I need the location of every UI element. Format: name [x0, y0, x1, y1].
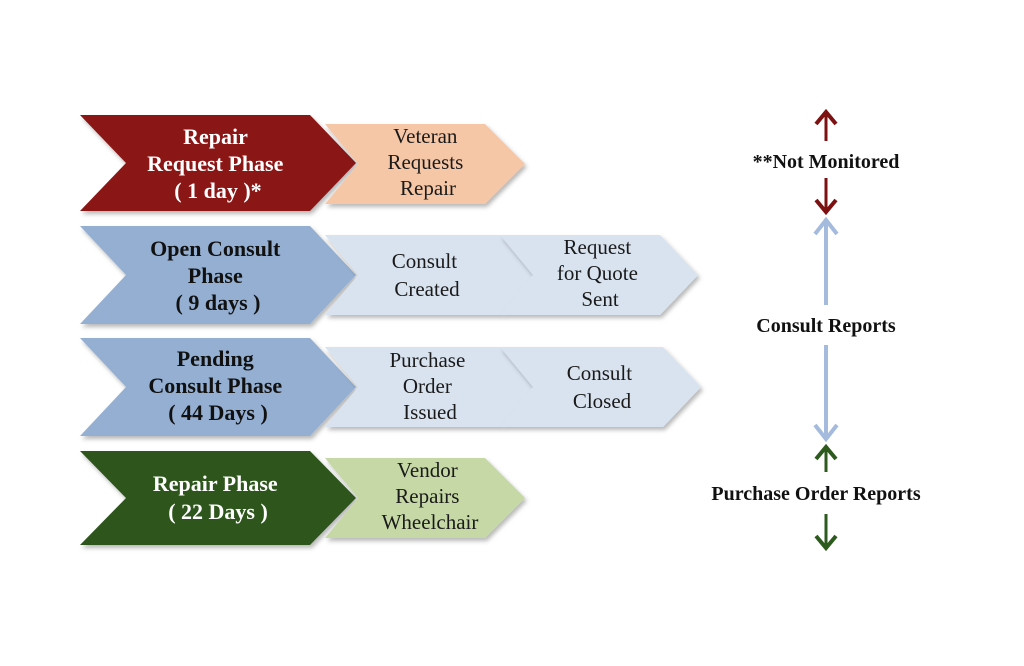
report-not-monitored: **Not Monitored: [753, 108, 900, 216]
report-purchase-order: Purchase Order Reports: [711, 443, 921, 552]
step-chevron-consult-created: [325, 235, 538, 315]
step-label-consult-created: Consult Created: [392, 249, 463, 301]
not-monitored-label: **Not Monitored: [753, 151, 900, 173]
step-label-vendor-repairs-wheelchair: Vendor Repairs Wheelchair: [382, 458, 479, 534]
down-arrow-head-icon: [814, 534, 838, 552]
step-label-purchase-order-issued: Purchase Order Issued: [389, 348, 470, 424]
phase-chevron-open-consult: [80, 226, 356, 324]
step-chevron-vendor-repairs-wheelchair: [325, 458, 525, 538]
consult-reports-label: Consult Reports: [756, 315, 896, 337]
phase-chevron-repair-request: [80, 115, 356, 211]
row-repair-request: Repair Request Phase ( 1 day )* Veteran …: [80, 115, 525, 211]
down-arrow-head-icon: [813, 423, 839, 443]
phase-label-repair-request: Repair Request Phase ( 1 day )*: [147, 124, 289, 203]
phase-label-repair: Repair Phase ( 22 Days ): [153, 471, 283, 524]
report-consult: Consult Reports: [756, 216, 896, 443]
phase-chevron-repair: [80, 451, 356, 545]
step-chevron-purchase-order-issued: [325, 347, 538, 427]
phase-label-pending-consult: Pending Consult Phase ( 44 Days ): [148, 346, 287, 425]
phase-label-open-consult: Open Consult Phase ( 9 days ): [150, 236, 286, 315]
step-label-veteran-requests-repair: Veteran Requests Repair: [387, 124, 468, 200]
down-arrow-head-icon: [814, 198, 838, 216]
step-chevron-request-for-quote-sent: [500, 235, 698, 315]
step-label-request-for-quote-sent: Request for Quote Sent: [557, 235, 643, 311]
up-arrow-head-icon: [814, 443, 838, 461]
up-arrow-head-icon: [814, 108, 838, 126]
row-pending-consult: Pending Consult Phase ( 44 Days ) Purcha…: [80, 338, 701, 436]
step-label-consult-closed: Consult Closed: [567, 361, 638, 413]
step-chevron-veteran-requests-repair: [325, 124, 525, 204]
phase-chevron-pending-consult: [80, 338, 356, 436]
up-arrow-head-icon: [813, 216, 839, 236]
row-open-consult: Open Consult Phase ( 9 days ) Consult Cr…: [80, 226, 698, 324]
step-chevron-consult-closed: [500, 347, 701, 427]
purchase-order-reports-label: Purchase Order Reports: [711, 483, 920, 505]
row-repair: Repair Phase ( 22 Days ) Vendor Repairs …: [80, 451, 525, 545]
